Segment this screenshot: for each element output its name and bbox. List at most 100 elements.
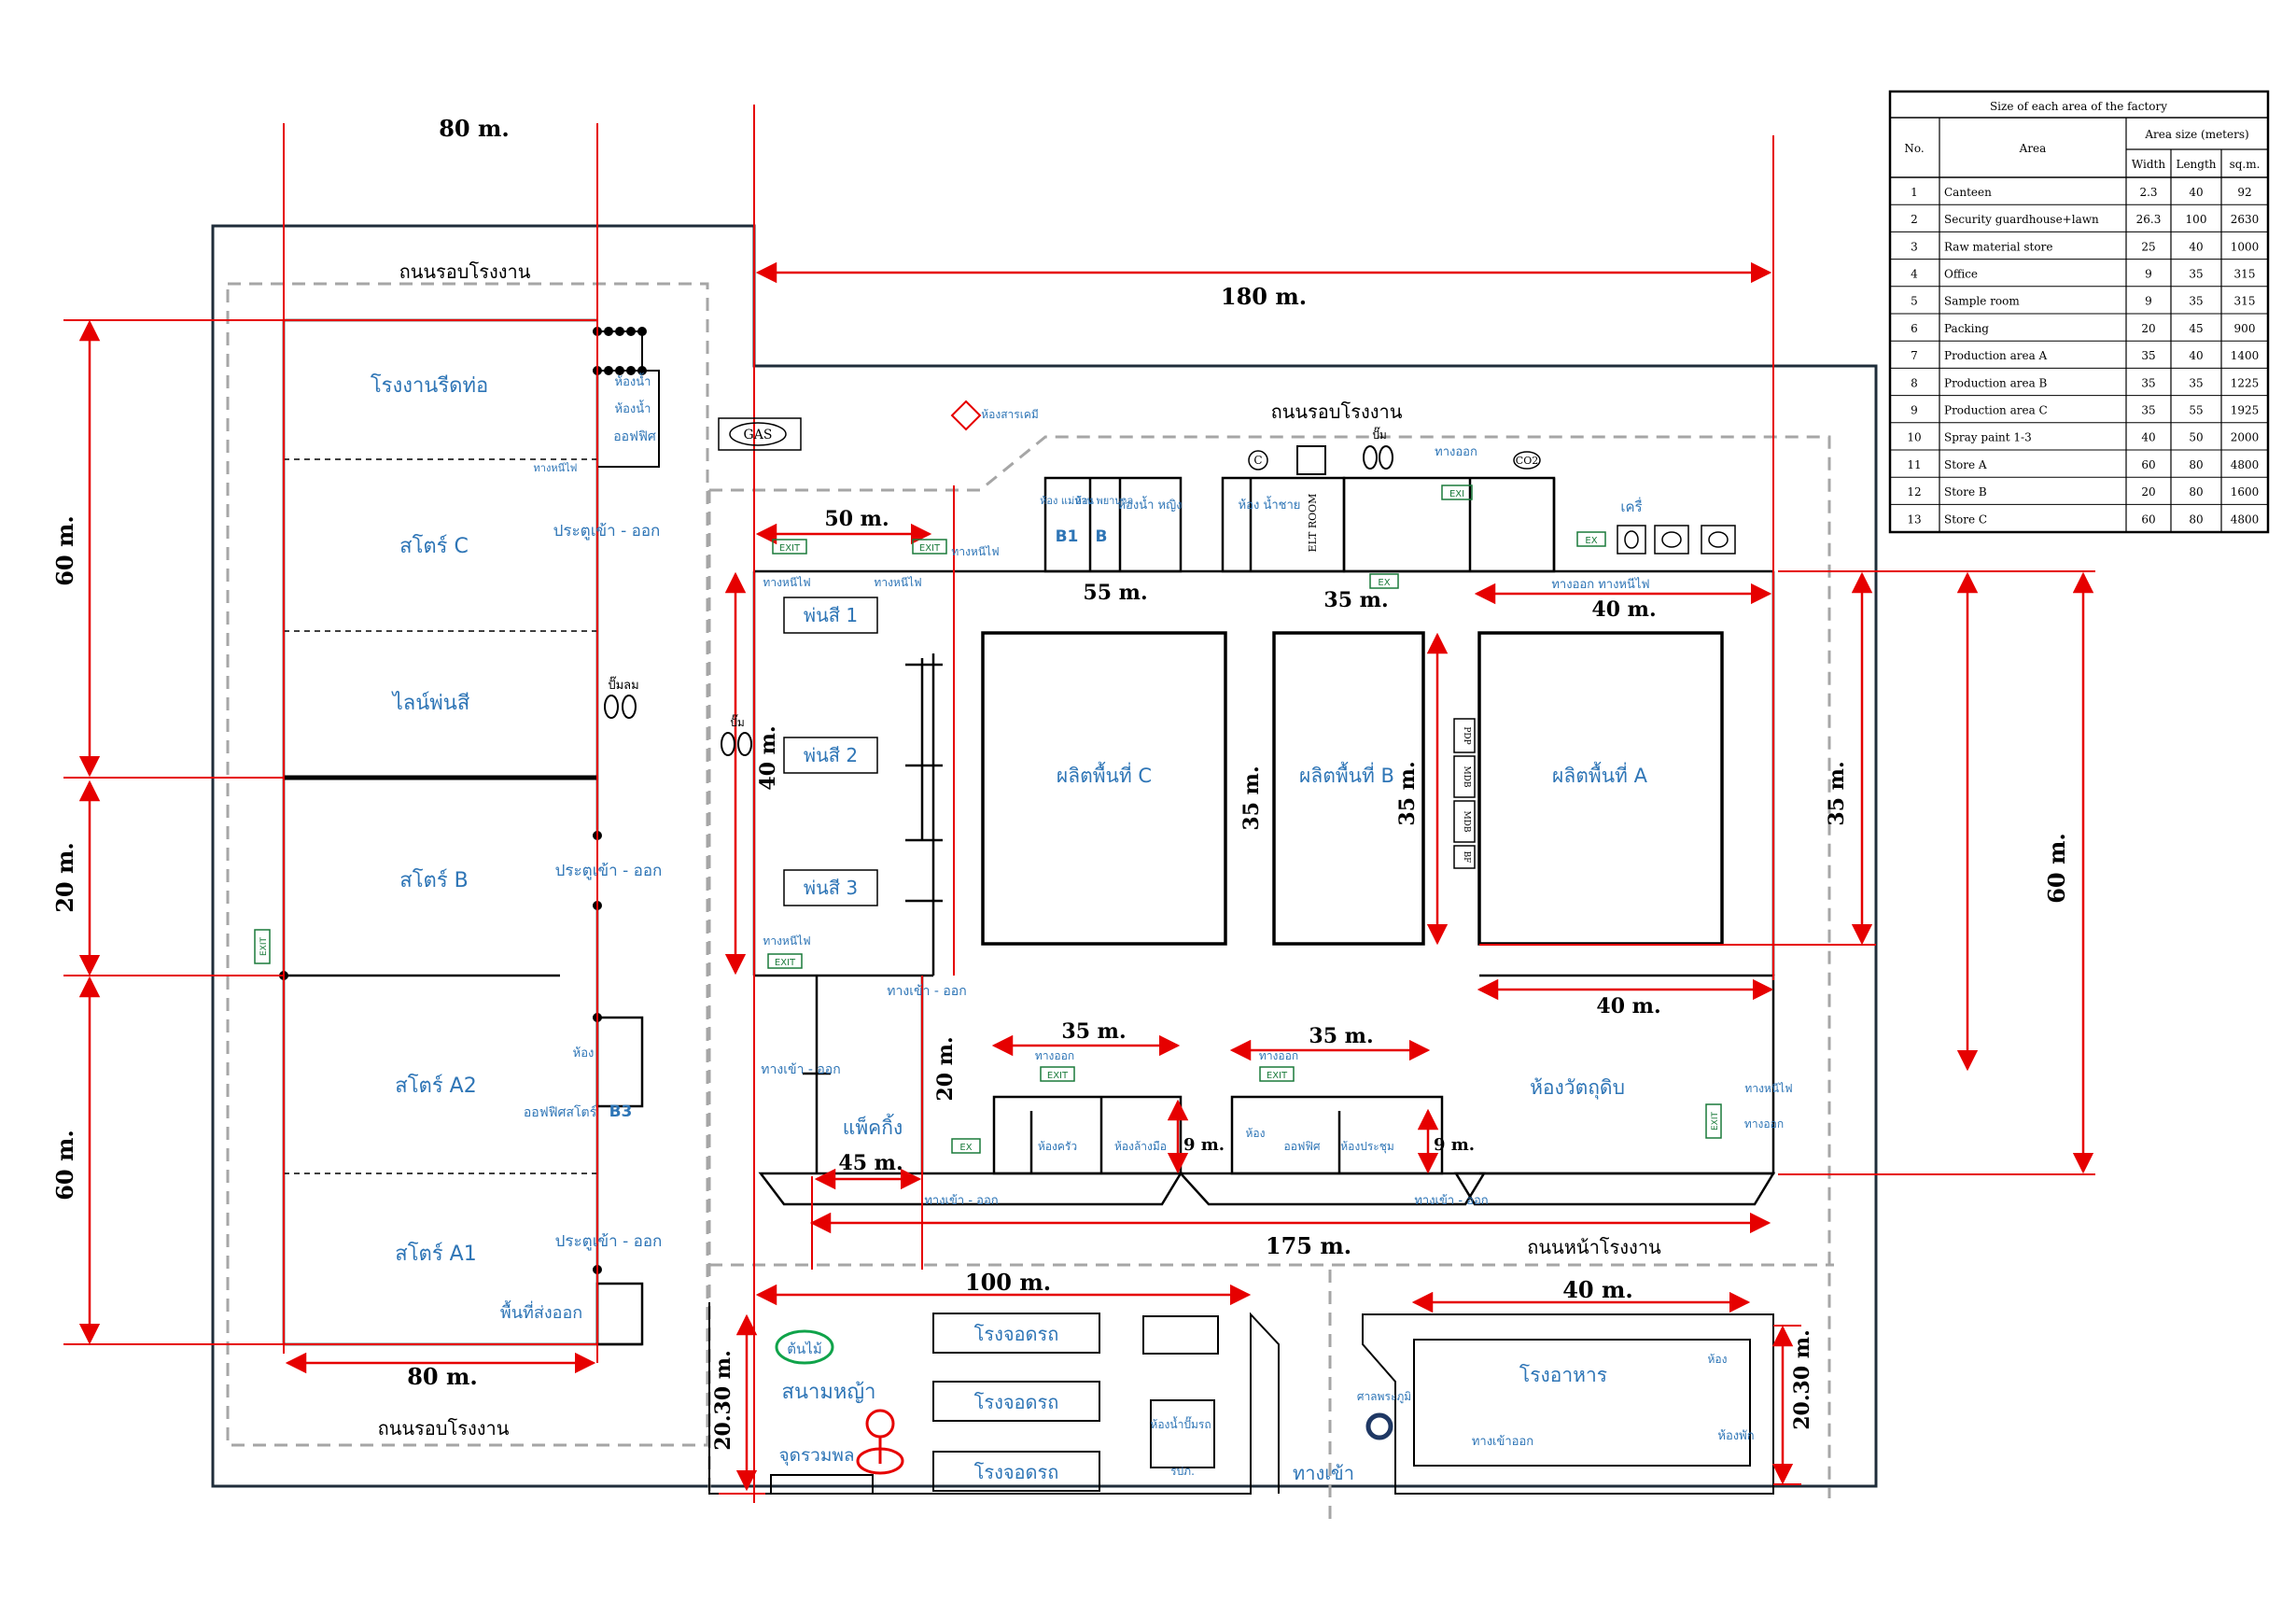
ex-sign-3: EX — [1585, 536, 1597, 546]
dim-45: 45 m. — [838, 1151, 903, 1175]
ex-sign-2: EX — [1378, 578, 1390, 588]
table-cell-width: 20 — [2141, 322, 2155, 335]
dim-35-bot-1: 35 m. — [1061, 1019, 1126, 1044]
table-cell-no: 6 — [1911, 322, 1918, 335]
table-header-width: Width — [2132, 158, 2165, 171]
label-entry-exit-3: ทางเข้า - ออก — [924, 1194, 998, 1208]
panel-bf: BF — [1462, 851, 1471, 864]
dim-9b: 9 m. — [1434, 1135, 1475, 1155]
label-store-a1: สโตร์ A1 — [395, 1242, 476, 1266]
dim-20-pack: 20 m. — [933, 1036, 958, 1101]
table-cell-no: 4 — [1911, 267, 1918, 280]
dim-40a: 40 m. — [1591, 597, 1656, 622]
label-c: C — [1253, 454, 1262, 467]
label-water-pump: ห้องน้ำปั๊มรถ — [1150, 1416, 1211, 1431]
table-cell-sqm: 4800 — [2231, 458, 2260, 471]
dim-35a: 35 m. — [1323, 588, 1388, 612]
label-assembly-point: จุดรวมพล — [778, 1445, 854, 1467]
lower-buildings — [708, 1302, 1774, 1495]
table-cell-width: 2.3 — [2139, 186, 2157, 199]
dim-80-bottom: 80 m. — [407, 1363, 478, 1390]
dim-35-c: 35 m. — [1239, 765, 1264, 830]
table-cell-length: 35 — [2189, 376, 2203, 389]
table-cell-area: Production area A — [1944, 349, 2048, 362]
road-dashed-lines — [226, 282, 1834, 1522]
label-tools: เครื่ — [1620, 497, 1642, 515]
table-cell-area: Store A — [1944, 458, 1987, 471]
label-entry-exit-canteen: ทางเข้าออก — [1472, 1435, 1533, 1449]
gas-icon — [718, 417, 802, 451]
label-room-canteen: ห้อง — [1708, 1353, 1728, 1366]
spray-area — [752, 569, 954, 977]
table-cell-no: 7 — [1911, 349, 1918, 362]
road-bottom-left: ถนนรอบโรงงาน — [378, 1417, 510, 1439]
label-b1: B1 — [1056, 527, 1079, 546]
table-cell-sqm: 92 — [2237, 186, 2251, 199]
label-store-c: สโตร์ C — [399, 534, 469, 558]
electrical-panels — [1453, 718, 1476, 869]
table-cell-no: 10 — [1907, 431, 1921, 444]
table-cell-length: 45 — [2189, 322, 2203, 335]
label-b3: B3 — [609, 1102, 633, 1121]
production-outline — [954, 476, 1775, 976]
label-co2: CO2 — [1516, 455, 1538, 467]
dim-180: 180 m. — [1221, 283, 1307, 310]
label-exit-4: ทางออก — [1744, 1117, 1784, 1130]
table-cell-area: Store C — [1944, 513, 1987, 526]
label-canteen: โรงอาหาร — [1519, 1364, 1607, 1386]
panel-mdb-2: MDB — [1462, 810, 1471, 832]
label-export-area: พื้นที่ส่งออก — [500, 1300, 582, 1323]
table-cell-width: 9 — [2145, 267, 2152, 280]
table-cell-area: Security guardhouse+lawn — [1944, 213, 2099, 226]
label-fire-exit-3: ทางหนีไฟ — [951, 545, 999, 558]
table-cell-area: Production area B — [1944, 376, 2048, 389]
label-room-2: ห้อง — [1246, 1127, 1266, 1140]
dim-60-right: 60 m. — [2043, 833, 2070, 904]
table-cell-width: 25 — [2141, 240, 2155, 253]
dim-35-right: 35 m. — [1825, 761, 1849, 825]
table-cell-area: Sample room — [1944, 295, 2020, 308]
label-store-office: ออฟฟิศสโตร์ — [524, 1104, 597, 1120]
exi-sign: EXI — [1449, 489, 1464, 499]
label-spray3: พ่นสี 3 — [804, 877, 858, 899]
label-chemical: ห้องสารเคมี — [981, 408, 1039, 421]
dim-100: 100 m. — [965, 1269, 1051, 1296]
dim-60-left-2: 60 m. — [51, 1130, 78, 1201]
label-restroom-1: ห้องน้ำ — [615, 372, 651, 389]
label-shrine: ศาลพระภูมิ — [1357, 1390, 1411, 1404]
label-elt-room: ELT ROOM — [1307, 494, 1319, 553]
left-warehouse — [282, 318, 644, 1346]
dim-2030-right: 20.30 m. — [1790, 1329, 1814, 1430]
table-cell-width: 35 — [2141, 403, 2155, 416]
table-cell-length: 35 — [2189, 295, 2203, 308]
label-exit-2: ทางออก — [1035, 1049, 1074, 1062]
label-washroom: ห้องล้างมือ — [1114, 1140, 1167, 1153]
exit-sign-2: EXIT — [919, 543, 941, 554]
label-fire-exit-6: ทางหนีไฟ — [534, 462, 578, 474]
exit-sign-1: EXIT — [779, 543, 801, 554]
dim-80-top: 80 m. — [439, 115, 510, 142]
table-title: Size of each area of the factory — [1990, 100, 2167, 113]
dim-2030-left: 20.30 m. — [711, 1350, 735, 1451]
label-room-nurse: ห้อง พยาบาล — [1075, 495, 1134, 507]
label-meeting: ห้องประชุม — [1340, 1140, 1394, 1154]
table-cell-sqm: 1225 — [2231, 376, 2260, 389]
co2-icon — [1513, 451, 1541, 470]
label-guard: รปภ. — [1170, 1465, 1195, 1478]
label-restroom-female: ห้องน้ำ หญิง — [1117, 496, 1182, 513]
label-pump-3: ปั๊ม — [1372, 427, 1387, 442]
table-cell-area: Office — [1944, 267, 1978, 280]
dim-175: 175 m. — [1266, 1232, 1351, 1259]
c-icon — [1248, 450, 1268, 470]
table-cell-sqm: 4800 — [2231, 513, 2260, 526]
shrine-icon — [1365, 1412, 1393, 1440]
exit-sign-6: EXIT — [259, 937, 269, 957]
label-restroom-2: ห้องน้ำ — [615, 400, 651, 416]
exit-signs — [254, 484, 1722, 1154]
label-pipe-factory: โรงงานรีดท่อ — [371, 373, 488, 398]
assembly-marker — [856, 1409, 904, 1475]
table-cell-sqm: 1000 — [2231, 240, 2260, 253]
label-fire-exit-4: ทางหนีไฟ — [763, 934, 810, 948]
